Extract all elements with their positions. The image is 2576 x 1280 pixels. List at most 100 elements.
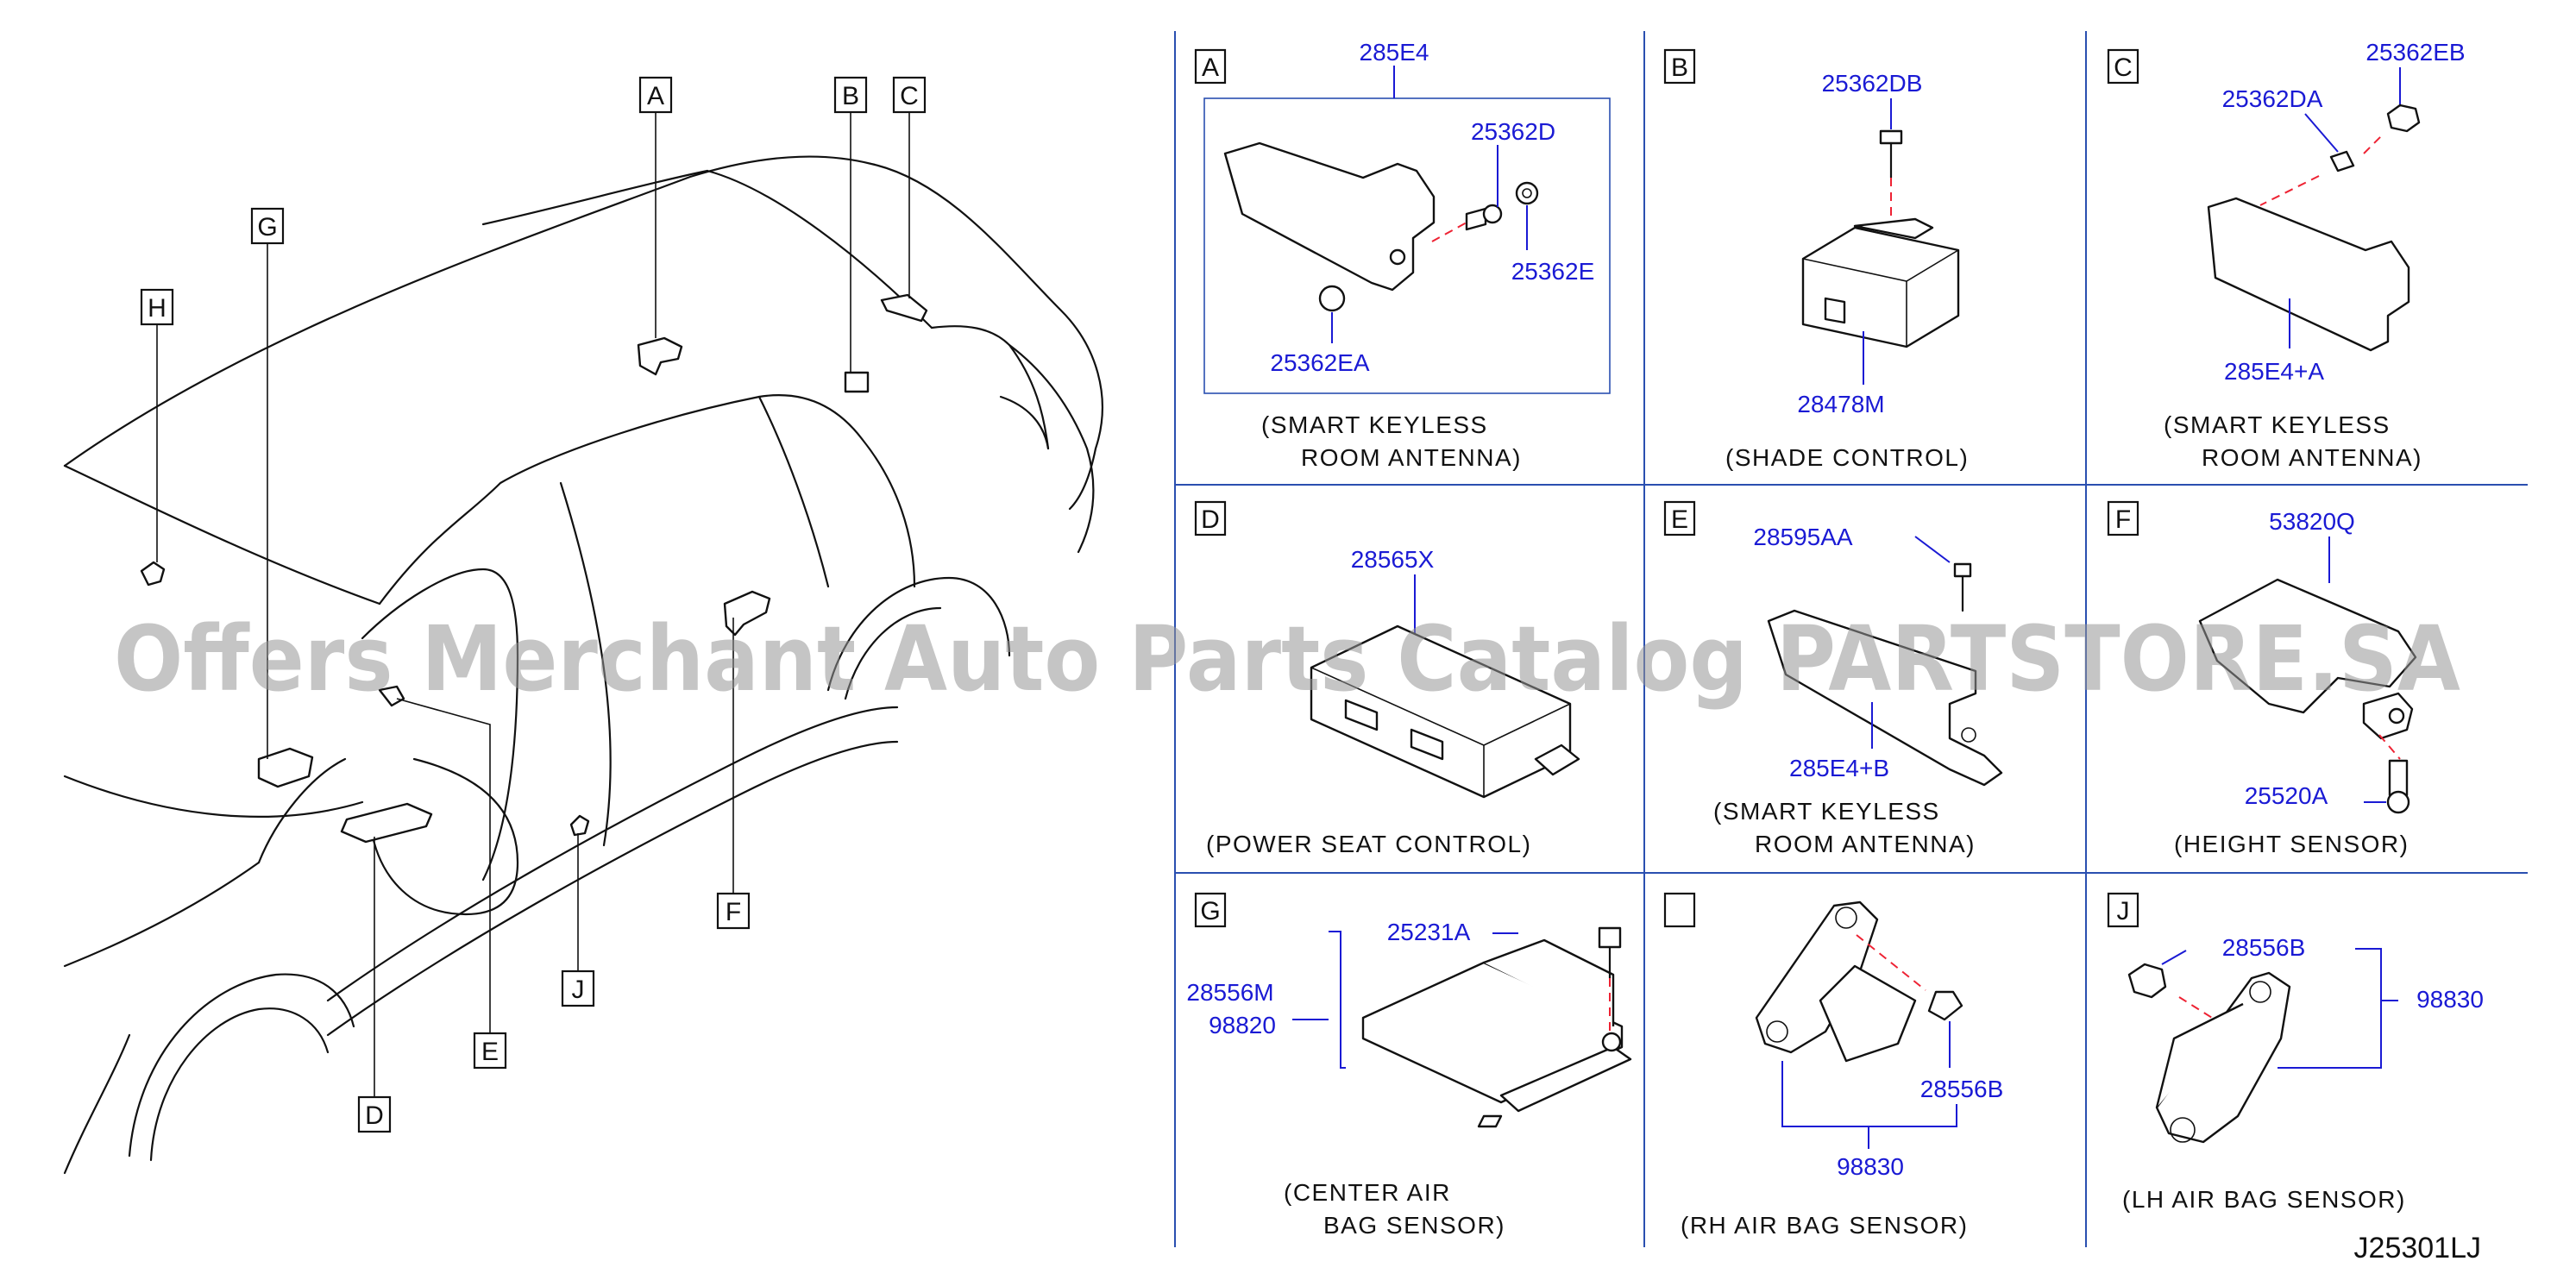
panel-letter-box-A [1194, 48, 1227, 85]
drawing-code: J25301LJ [2354, 1232, 2481, 1264]
callout-box-E[interactable] [473, 1032, 507, 1070]
part-number-28556B-rh[interactable]: 28556B [1920, 1076, 2004, 1102]
callout-label-D: D [365, 1101, 384, 1130]
caption-D-line1: (POWER SEAT CONTROL) [1206, 831, 1531, 857]
antenna-bracket-E [1767, 609, 2003, 787]
caption-C-line2: ROOM ANTENNA) [2202, 444, 2422, 471]
component-J [569, 814, 590, 837]
nut-LH [2127, 963, 2167, 999]
callout-box-G[interactable] [250, 207, 285, 245]
callout-box-C[interactable] [892, 76, 927, 114]
panel-letter-J: J [2117, 897, 2130, 925]
part-number-28595AA[interactable]: 28595AA [1753, 524, 1853, 550]
panel-G: G 25231A 28556M 98820 (CENTER AIR BAG SE… [1186, 892, 1632, 1239]
panel-J: J 28556B 98830 (LH AIR BAG SENSOR) [2107, 892, 2484, 1213]
caption-A-line1: (SMART KEYLESS [1261, 411, 1488, 438]
part-number-285E4B[interactable]: 285E4+B [1789, 755, 1889, 781]
part-number-285E4A[interactable]: 285E4+A [2224, 358, 2324, 385]
callout-box-J[interactable] [561, 969, 595, 1007]
component-B [844, 371, 870, 393]
caption-F-line1: (HEIGHT SENSOR) [2174, 831, 2409, 857]
part-number-25520A[interactable]: 25520A [2245, 782, 2328, 809]
part-number-25362EB[interactable]: 25362EB [2366, 39, 2465, 66]
panel-letter-D: D [1201, 505, 1220, 534]
caption-B-line1: (SHADE CONTROL) [1725, 444, 1969, 471]
panel-E: E 28595AA 285E4+B (SMART KEYLESS ROOM AN… [1663, 500, 2003, 857]
shade-control-unit [1801, 226, 1960, 348]
part-number-25231A[interactable]: 25231A [1387, 919, 1471, 945]
panel-C: C 25362EB 25362DA 285E4+A (SMART KEYLESS… [2107, 39, 2466, 471]
component-A [637, 336, 683, 376]
callout-label-J: J [572, 976, 585, 1004]
watermark: Offers Merchant Auto Parts Catalog PARTS… [114, 606, 2460, 712]
component-D [340, 802, 433, 844]
lh-air-bag-sensor [2155, 971, 2291, 1144]
part-number-25362D[interactable]: 25362D [1471, 118, 1555, 145]
car-overview: A B C G H E D F J [63, 76, 1103, 1175]
callout-label-F: F [726, 898, 741, 926]
callout-label-E: E [481, 1038, 499, 1066]
callout-label-B: B [842, 82, 859, 110]
panel-letter-box-C [2107, 48, 2139, 85]
part-number-53820Q[interactable]: 53820Q [2269, 508, 2355, 535]
panel-letter-F: F [2115, 505, 2131, 534]
callout-box-H[interactable] [140, 288, 174, 326]
caption-C-line1: (SMART KEYLESS [2164, 411, 2391, 438]
callout-box-A[interactable] [638, 76, 673, 114]
panel-letter-B: B [1671, 53, 1688, 82]
nut-C [2386, 104, 2421, 133]
part-number-28556M[interactable]: 28556M [1186, 979, 1273, 1006]
part-number-285E4[interactable]: 285E4 [1360, 39, 1429, 66]
component-F [723, 590, 771, 637]
panel-A: A 285E4 25362D 25362E 25362EA (SMART KEY… [1194, 39, 1611, 471]
caption-E-line1: (SMART KEYLESS [1713, 798, 1940, 825]
panel-F: F 53820Q 25520A (HEIGHT SENSOR) [2107, 500, 2417, 857]
panel-letter-box-F [2107, 500, 2139, 536]
callout-label-A: A [647, 82, 664, 110]
height-sensor-arm [2198, 578, 2417, 714]
part-number-28478M[interactable]: 28478M [1797, 391, 1884, 417]
panel-letter-box-J [2107, 892, 2139, 928]
assembly-frame-A [1203, 97, 1611, 394]
callout-label-G: G [257, 213, 277, 242]
part-number-98820[interactable]: 98820 [1209, 1012, 1276, 1038]
caption-A-line2: ROOM ANTENNA) [1301, 444, 1522, 471]
part-number-25362DA[interactable]: 25362DA [2222, 85, 2323, 112]
panel-D: D 28565X (POWER SEAT CONTROL) [1194, 500, 1580, 857]
antenna-bracket-A [1223, 141, 1436, 292]
panel-letter-G: G [1200, 897, 1220, 925]
part-number-98830-lh[interactable]: 98830 [2416, 986, 2484, 1013]
caption-LH-line1: (LH AIR BAG SENSOR) [2122, 1186, 2406, 1213]
antenna-bracket-C [2207, 197, 2410, 352]
part-number-25362E[interactable]: 25362E [1511, 258, 1595, 285]
caption-E-line2: ROOM ANTENNA) [1755, 831, 1976, 857]
callout-label-H: H [148, 294, 166, 323]
panel-letter-C: C [2114, 53, 2133, 82]
panel-letter-box-B [1663, 48, 1696, 85]
panel-letter-box-E [1663, 500, 1696, 536]
part-number-25362DB[interactable]: 25362DB [1822, 70, 1923, 97]
component-E [378, 685, 405, 707]
caption-G-line2: BAG SENSOR) [1323, 1212, 1505, 1239]
panel-letter-E: E [1671, 505, 1688, 534]
callout-label-C: C [900, 82, 919, 110]
panel-letter-box-D [1194, 500, 1227, 536]
caption-G-line1: (CENTER AIR [1284, 1179, 1451, 1206]
caption-RH-line1: (RH AIR BAG SENSOR) [1681, 1212, 1968, 1239]
part-number-28556B-lh[interactable]: 28556B [2222, 934, 2306, 961]
part-number-98830-rh[interactable]: 98830 [1837, 1153, 1904, 1180]
panel-letter-box-G [1194, 892, 1227, 928]
panel-letter-A: A [1202, 53, 1219, 82]
callout-box-B[interactable] [833, 76, 868, 114]
panel-letter-box-RH [1663, 892, 1696, 928]
nut-RH [1927, 990, 1963, 1021]
part-number-28565X[interactable]: 28565X [1351, 546, 1435, 573]
component-C [880, 293, 928, 323]
part-number-25362EA[interactable]: 25362EA [1270, 349, 1370, 376]
panel-B: B 25362DB 28478M (SHADE CONTROL) [1663, 48, 1969, 471]
callout-box-D[interactable] [357, 1095, 392, 1133]
callout-box-F[interactable] [716, 892, 751, 930]
panel-grid [1174, 31, 2528, 1247]
panel-RH: 28556B 98830 (RH AIR BAG SENSOR) [1663, 892, 2004, 1239]
